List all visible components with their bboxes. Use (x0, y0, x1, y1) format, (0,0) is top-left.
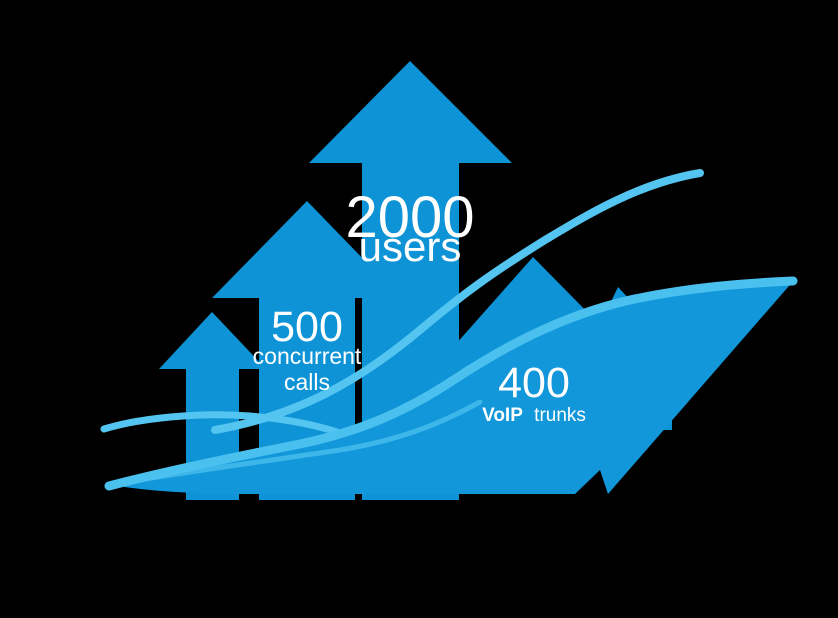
label-group: 2000 users 500 concurrent calls 400 VoIP… (253, 185, 586, 426)
metric-unit-concurrent-calls-line1: concurrent (253, 343, 362, 369)
metric-unit-voip-trunks-regular: trunks (534, 405, 586, 426)
lower-curve-line (104, 276, 798, 491)
metric-value-voip-trunks: 400 (498, 359, 570, 407)
wave-inner-highlight (117, 399, 483, 486)
small-up-arrow (159, 312, 266, 500)
metric-unit-voip-trunks: VoIP trunks (482, 405, 586, 426)
metric-unit-voip-trunks-bold: VoIP (482, 405, 523, 426)
metric-value-users: 2000 (345, 185, 474, 250)
metric-unit-users: users (359, 223, 462, 270)
big-up-arrow (309, 61, 512, 500)
rising-curve-line (211, 169, 704, 434)
metric-value-concurrent-calls: 500 (271, 303, 343, 351)
metric-unit-concurrent-calls-line2: calls (284, 369, 330, 395)
